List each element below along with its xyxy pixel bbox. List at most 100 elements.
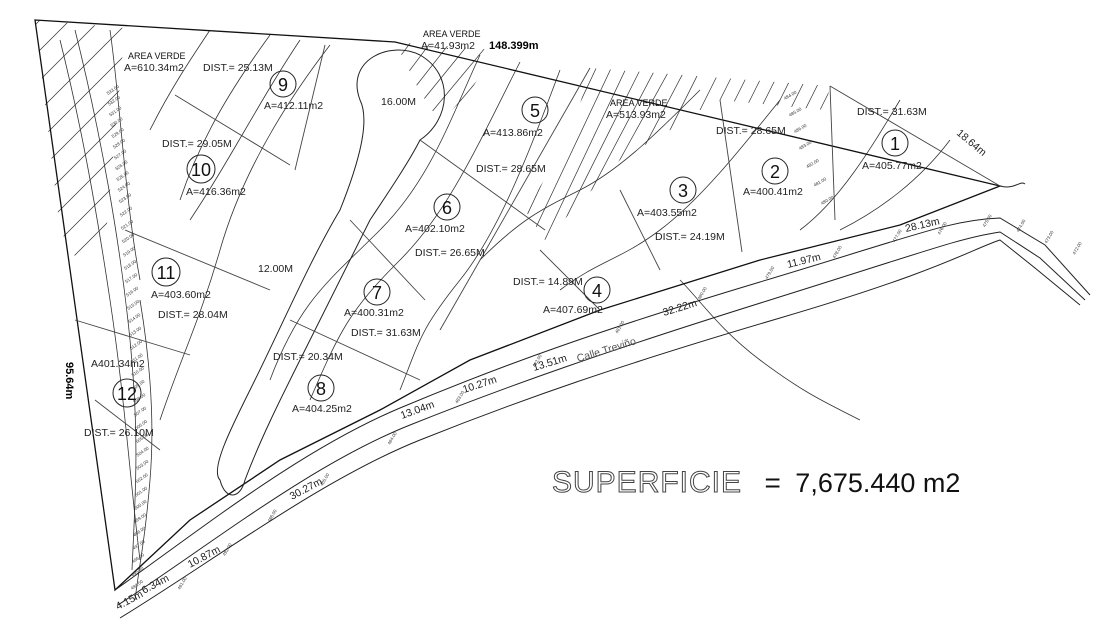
street-width-label: 16.00M <box>381 96 416 108</box>
road <box>114 182 1091 619</box>
road-dimension: 10.27m <box>461 374 498 396</box>
elevation-label: 475.00 <box>982 213 993 228</box>
lot-6: 6 <box>433 193 461 221</box>
elevation-label: 483.00 <box>798 139 813 150</box>
elevation-label: 525.00 <box>116 170 131 182</box>
lot-area: A=400.31m2 <box>344 307 404 319</box>
lot-number: 8 <box>316 379 326 399</box>
elevation-label: 485.00 <box>788 106 803 117</box>
lot-area: A=402.10m2 <box>405 223 465 235</box>
elevation-label: 486.00 <box>267 508 278 523</box>
elevation-label: 480.00 <box>697 286 708 301</box>
elevation-label: 478.00 <box>832 244 843 259</box>
lot-number: 7 <box>372 283 382 303</box>
road-dimension: 6.34m <box>140 572 172 596</box>
lot-number: 1 <box>890 134 900 154</box>
lot-number: 11 <box>157 263 176 283</box>
lot-area: A=416.36m2 <box>186 186 246 198</box>
elevation-label: 483.00 <box>454 389 465 404</box>
lot-area: A=412.11m2 <box>264 100 323 112</box>
lot-area: A=404.25m2 <box>292 403 352 415</box>
top-boundary-dimension: 148.399m <box>489 40 539 52</box>
distance-label: DIST.= 31.63M <box>351 327 421 339</box>
surface-label: SUPERFICIE <box>551 466 743 500</box>
distance-label: DIST.= 24.19M <box>655 231 725 243</box>
elevation-label: 528.00 <box>112 137 127 149</box>
elevation-label: 515.00 <box>126 299 141 311</box>
road-dimension: 4.15m <box>114 588 146 612</box>
elevation-label: 476.00 <box>937 221 948 236</box>
elevation-label: 517.00 <box>124 272 139 284</box>
lot-area: A=407.69m2 <box>543 304 603 316</box>
elevation-label: 486.00 <box>793 123 808 134</box>
elevation-label: 529.00 <box>111 127 126 139</box>
elevation-label: 526.00 <box>114 159 129 171</box>
distance-label: DIST.= 29.05M <box>162 138 232 150</box>
lot-number: 6 <box>442 198 452 218</box>
lot-1: 1 <box>881 129 909 157</box>
elevation-label: 500.00 <box>133 499 148 511</box>
cul-de-sac <box>216 49 445 496</box>
elevation-label: 502.00 <box>135 472 150 484</box>
elevation-labels-left: 533.00532.00531.00530.00529.00528.00527.… <box>106 84 150 591</box>
lot-number: 12 <box>117 384 137 404</box>
distance-label: DIST.= 28.65M <box>476 163 546 175</box>
elevation-label: 533.00 <box>106 84 121 96</box>
elevation-label: 482.00 <box>532 353 543 368</box>
green-area-label: AREA VERDE <box>610 98 668 108</box>
lot-2: 2 <box>761 157 789 185</box>
lot-3: 3 <box>669 176 697 204</box>
lot-number: 5 <box>530 101 540 121</box>
distance-label: DIST.= 14.89M <box>513 276 583 288</box>
lot-10: 10 <box>186 154 216 184</box>
surface-value: 7,675.440 m2 <box>795 468 961 498</box>
elevation-label: 484.00 <box>783 89 798 100</box>
contour-lines <box>59 29 951 601</box>
lot-7: 7 <box>363 278 391 306</box>
lot-4: 4 <box>583 276 611 304</box>
elevation-labels-right: 484.00485.00486.00483.00482.00481.00480.… <box>783 89 835 205</box>
elevation-label: 472.00 <box>1072 241 1083 256</box>
road-dimension: 13.04m <box>399 398 436 421</box>
elevation-label: 522.00 <box>119 205 134 217</box>
elevation-label: 501.00 <box>134 485 149 497</box>
elevation-label: 481.00 <box>813 176 828 187</box>
lot-lines <box>74 44 1001 451</box>
elevation-label: 480.00 <box>820 194 835 205</box>
lot-area: A401.34m2 <box>91 358 145 370</box>
lot-number: 3 <box>678 181 688 201</box>
green-area-right-hatch <box>525 68 830 240</box>
elevation-label: 518.00 <box>123 259 138 271</box>
distance-label: DIST.= 26.65M <box>415 247 485 259</box>
elevation-label: 513.00 <box>128 325 143 337</box>
elevation-label: 527.00 <box>113 148 128 160</box>
distance-label: DIST.= 26.10M <box>84 427 154 439</box>
lot-area: A=403.60m2 <box>151 289 211 301</box>
elevation-label: 479.00 <box>764 265 775 280</box>
lot-number: 9 <box>278 75 288 95</box>
right-boundary-dimension: 18.64m <box>954 127 989 159</box>
elevation-label: 477.00 <box>892 228 903 243</box>
distance-label: DIST.= 28.04M <box>158 309 228 321</box>
lot-area: A=403.55m2 <box>637 207 697 219</box>
elevation-labels-road: 491.00492.00486.00485.00484.00483.00482.… <box>177 213 1083 590</box>
lot-area: A=400.41m2 <box>743 186 803 198</box>
elevation-label: 530.00 <box>109 116 124 128</box>
distance-label: DIST.= 28.65M <box>716 125 786 137</box>
elevation-label: 524.00 <box>117 180 132 192</box>
distance-label: DIST.= 25.13M <box>203 62 273 74</box>
street-name: Calle Treviño <box>575 335 637 364</box>
green-area-size: A=513.93m2 <box>606 109 666 121</box>
elevation-label: 484.00 <box>387 431 398 446</box>
lot-number: 2 <box>770 162 780 182</box>
elevation-label: 473.00 <box>1043 229 1054 244</box>
green-area-size: A=610.34m2 <box>124 62 184 74</box>
green-area-label: AREA VERDE <box>423 29 481 39</box>
elevation-label: 481.00 <box>614 319 625 334</box>
distance-label: DIST.= 20.34M <box>273 351 343 363</box>
elevation-label: 503.00 <box>135 459 150 471</box>
lot-area: A=413.86m2 <box>483 127 543 139</box>
lot-areas: A=405.77m2 A=400.41m2 A=403.55m2 A=407.6… <box>91 100 922 415</box>
road-dimension: 11.97m <box>786 251 822 271</box>
lot-5: 5 <box>521 96 549 124</box>
